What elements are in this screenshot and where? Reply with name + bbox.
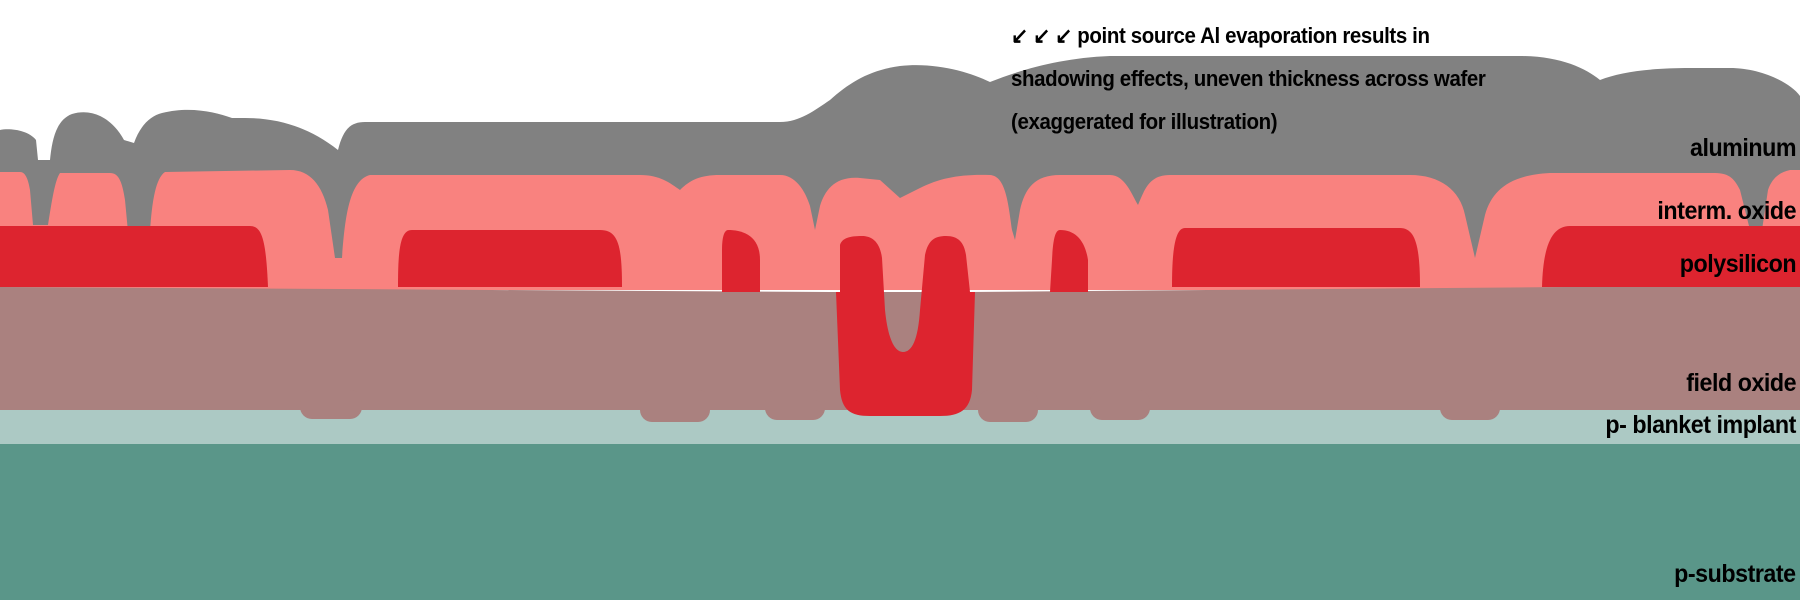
p-substrate-layer	[0, 443, 1800, 600]
polysilicon-gate	[722, 230, 760, 292]
label-intermediate-oxide: interm. oxide	[1657, 197, 1796, 225]
polysilicon-trench	[836, 236, 975, 416]
field-oxide-bump	[1440, 390, 1500, 420]
polysilicon-gate	[0, 226, 268, 287]
polysilicon-gate	[1050, 230, 1088, 292]
field-oxide-layer	[0, 285, 1800, 410]
field-oxide-bump	[300, 390, 362, 419]
polysilicon-gate	[1172, 228, 1420, 287]
field-oxide-bump	[1090, 390, 1150, 420]
annotation-text: point source Al evaporation results in s…	[1011, 23, 1486, 134]
field-oxide-bump	[640, 390, 710, 422]
label-p-blanket-implant: p- blanket implant	[1605, 411, 1796, 439]
label-aluminum: aluminum	[1689, 134, 1797, 162]
label-p-substrate: p-substrate	[1674, 560, 1797, 588]
evaporation-annotation: ↙ ↙ ↙ point source Al evaporation result…	[1011, 14, 1532, 143]
label-polysilicon: polysilicon	[1679, 250, 1797, 278]
polysilicon-gate	[398, 230, 622, 287]
field-oxide-bump	[978, 390, 1038, 422]
arrow-icons: ↙ ↙ ↙	[1011, 23, 1072, 48]
field-oxide-bump	[765, 390, 825, 420]
label-field-oxide: field oxide	[1686, 369, 1796, 397]
polysilicon-gate	[1542, 226, 1800, 287]
